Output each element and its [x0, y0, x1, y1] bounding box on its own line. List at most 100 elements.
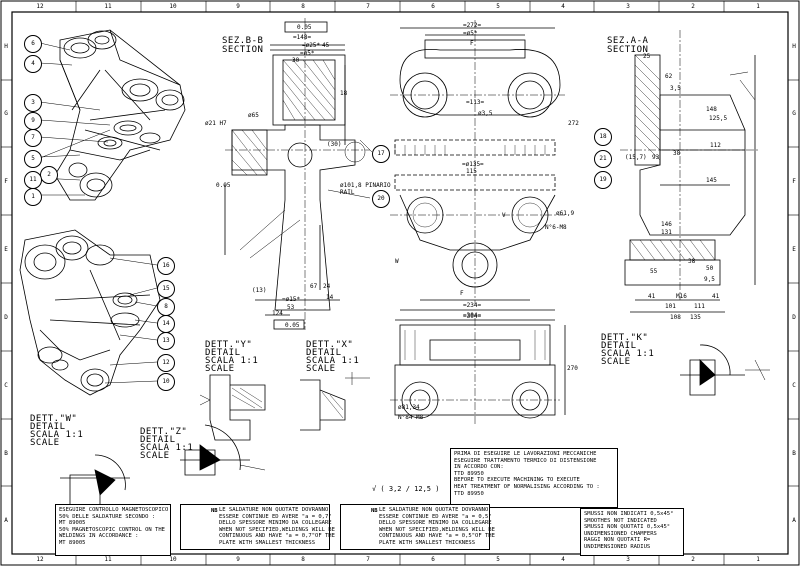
dimension-label: 108	[670, 314, 681, 321]
detail-w-scale-en: SCALE	[30, 438, 60, 448]
dimension-label: 41	[648, 293, 656, 300]
part-balloon: 15	[157, 280, 175, 298]
note-line: RAGGI NON QUOTATI R=	[584, 537, 651, 544]
zone-right-C: C	[792, 382, 796, 389]
zone-top-5: 5	[496, 3, 500, 10]
dimension-label: 62	[665, 73, 673, 80]
dimension-label: =113=	[466, 99, 485, 106]
zone-right-G: G	[792, 110, 796, 117]
bottom-view-drawing	[390, 318, 566, 425]
part-balloon: 20	[372, 190, 390, 208]
note-line: ESSERE CONTINUE ED AVERE "a = 0,7"	[219, 513, 332, 520]
zone-right-A: A	[792, 517, 796, 524]
view-point-label: F	[470, 40, 474, 47]
detail-z-scale: SCALA 1:1	[140, 443, 194, 453]
part-balloon: 17	[372, 145, 390, 163]
detail-z-sub: DETAIL	[140, 435, 176, 445]
zone-right-F: F	[792, 178, 796, 185]
zone-top-4: 4	[561, 3, 565, 10]
dimension-label: 3,5	[670, 85, 681, 92]
note-line: SMUSSI NON INDICATI 0,5x45°	[584, 511, 674, 517]
weld-note-2: NB LE SALDATURE NON QUOTATE DOVRANNO ESS…	[340, 504, 495, 550]
dimension-label: 115	[466, 168, 477, 175]
note-line: WELDINGS IN ACCORDANCE :	[59, 533, 139, 540]
part-balloon: 2	[40, 166, 58, 184]
dimension-label: ø65	[248, 112, 259, 119]
note-line: HEAT TREATMENT OF NORMALISING ACCORDING …	[454, 483, 600, 490]
dimension-label: ø61,9	[556, 210, 575, 217]
view-point-label: V	[502, 212, 506, 219]
zone-bottom-9: 9	[236, 556, 240, 563]
note-line: UNDIMENSIONED CHAMFERS	[584, 530, 657, 537]
dimension-label: =ø135=	[462, 161, 484, 168]
note-line: PRIMA DI ESEGUIRE LE LAVORAZIONI MECCANI…	[454, 451, 597, 457]
dimension-label: 148	[706, 106, 717, 113]
weld-nb-label: NB	[371, 508, 378, 514]
detail-w-title: DETT."W"	[30, 414, 78, 424]
zone-bottom-5: 5	[496, 556, 500, 563]
part-balloon: 8	[157, 298, 175, 316]
part-balloon: 6	[24, 35, 42, 53]
detail-k-drawing	[680, 344, 770, 396]
part-balloon: 10	[157, 373, 175, 391]
zone-bottom-11: 11	[104, 556, 112, 563]
note-line: PLATE WITH SMALLEST THICKNESS	[219, 539, 316, 546]
dimension-label: 25	[643, 53, 651, 60]
dimension-label: 38	[673, 150, 681, 157]
dimension-label: 101	[665, 303, 676, 310]
dimension-label: =ø25*	[302, 42, 321, 49]
note-line: SMUSSI NON QUOTATI 0,5x45°	[584, 524, 671, 531]
dimension-label: 38	[688, 258, 696, 265]
part-balloon: 16	[157, 257, 175, 275]
weld-nb-label: NB	[211, 508, 218, 514]
note-line: MT 89005	[59, 520, 86, 527]
dimension-label: 135	[690, 314, 701, 321]
zone-left-H: H	[4, 43, 8, 50]
dimension-label: 45	[322, 42, 330, 49]
zone-top-8: 8	[301, 3, 305, 10]
dimension-label: 41	[712, 293, 720, 300]
dimension-label: 270	[567, 365, 578, 372]
zone-right-D: D	[792, 314, 796, 321]
dimension-label: 111	[694, 303, 705, 310]
dimension-label: (13)	[252, 287, 267, 294]
isometric-view-top	[54, 29, 186, 201]
zone-left-F: F	[4, 178, 8, 185]
section-b-subtitle: SECTION	[222, 45, 264, 55]
zone-left-A: A	[4, 517, 8, 524]
note-line: LE SALDATURE NON QUOTATE DOVRANNO	[379, 507, 489, 513]
zone-bottom-6: 6	[431, 556, 435, 563]
note-line: LE SALDATURE NON QUOTATE DOVRANNO	[219, 507, 329, 513]
detail-k-scale-en: SCALE	[601, 357, 631, 367]
part-balloon: 7	[24, 129, 42, 147]
dimension-label: 125,5	[709, 115, 728, 122]
dimension-label: =304=	[463, 312, 482, 319]
zone-left-E: E	[4, 246, 8, 253]
detail-w-drawing	[60, 454, 130, 506]
zone-right-E: E	[792, 246, 796, 253]
dimension-label: =ø15*	[282, 296, 301, 303]
dimension-label: 93	[652, 154, 660, 161]
zone-left-B: B	[4, 450, 8, 457]
detail-x-scale-en: SCALE	[306, 364, 336, 374]
note-line: IN ACCORDO CON:	[454, 464, 504, 471]
dimension-label: ø81,34	[398, 404, 420, 411]
inner-border	[11, 11, 789, 555]
zone-left-G: G	[4, 110, 8, 117]
note-line: SMOOTHES NOT INDICATED	[584, 517, 657, 524]
detail-z-title: DETT."Z"	[140, 427, 188, 437]
note-line: TTD 89950	[454, 490, 484, 497]
part-balloon: 4	[24, 55, 42, 73]
dimension-label: =ø5*	[300, 50, 315, 57]
view-point-label: W	[395, 258, 399, 265]
weld-note-1: NB LE SALDATURE NON QUOTATE DOVRANNO ESS…	[180, 504, 335, 550]
dimension-label: N°6-M8	[545, 224, 567, 231]
dimension-label: 14	[326, 294, 334, 301]
magnetoscopic-note: ESEGUIRE CONTROLLO MAGNETOSCOPICO 50% DE…	[55, 504, 171, 556]
detail-y-title: DETT."Y"	[205, 340, 253, 350]
dimension-label: 131	[661, 229, 672, 236]
dimension-label: RAIL	[340, 189, 355, 196]
dimension-label: 50	[706, 265, 714, 272]
part-balloon: 19	[594, 171, 612, 189]
